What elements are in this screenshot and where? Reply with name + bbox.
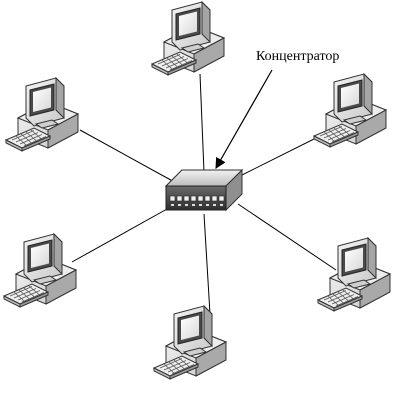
computer-icon	[313, 73, 387, 148]
computer-right-top	[313, 73, 387, 148]
computer-icon	[5, 77, 79, 152]
computer-icon	[151, 1, 225, 76]
hub-label: Концентратор	[256, 49, 339, 64]
computer-icon	[3, 233, 77, 308]
network-links	[71, 73, 337, 315]
link-left-top-pc	[79, 129, 179, 185]
computer-icon	[153, 305, 227, 380]
hub-device	[164, 168, 244, 212]
hub-ports	[169, 195, 225, 202]
link-top-pc	[199, 73, 205, 173]
computer-right-bottom	[317, 237, 391, 312]
computer-left-top	[5, 77, 79, 152]
computer-icon	[317, 237, 391, 312]
link-left-bottom-pc	[71, 203, 177, 263]
link-bottom-pc	[203, 213, 211, 315]
hub-leds	[171, 204, 223, 206]
hub-label-arrow	[215, 69, 273, 169]
computer-bottom	[153, 305, 227, 380]
computer-left-bottom	[3, 233, 77, 308]
link-right-bottom-pc	[237, 203, 337, 271]
computer-top	[151, 1, 225, 76]
